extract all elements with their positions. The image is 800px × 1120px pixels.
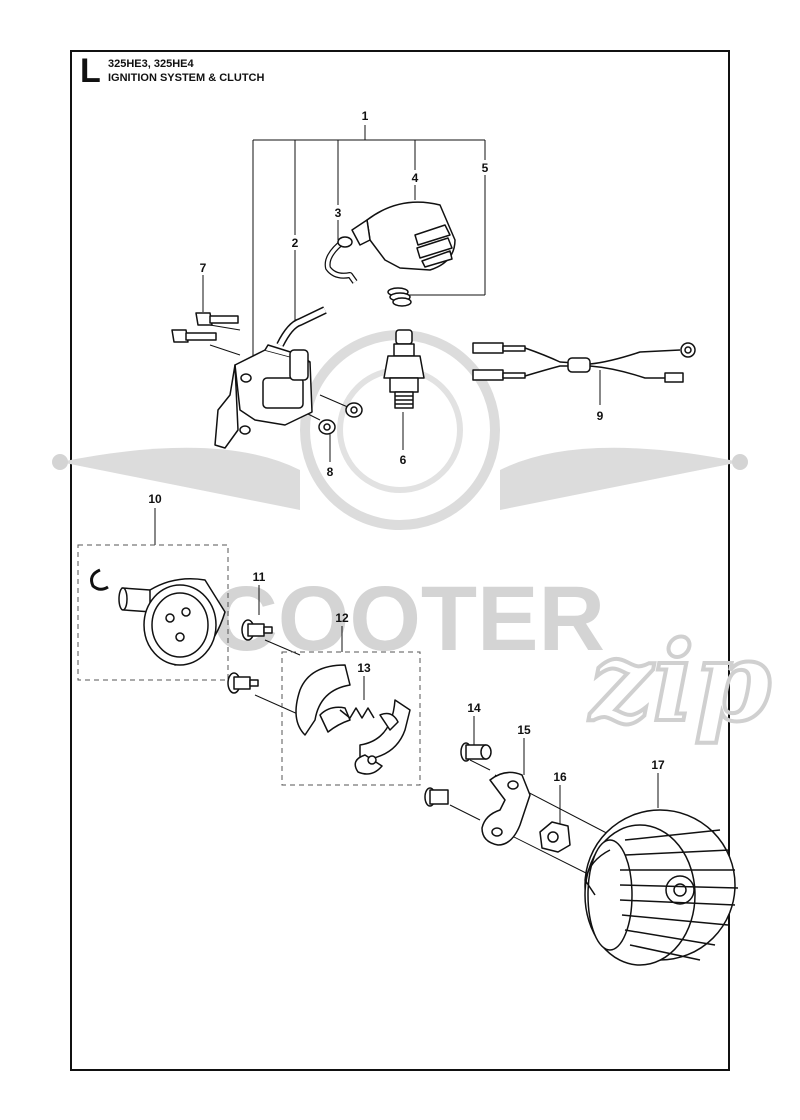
watermark-script: zip [588, 617, 771, 746]
washer [424, 742, 492, 807]
flywheel [584, 809, 739, 966]
callout-11: 11 [253, 570, 266, 584]
parts [90, 201, 739, 966]
spacers [318, 402, 363, 435]
spring-clip [387, 287, 412, 307]
callout-14: 14 [467, 701, 481, 715]
callout-13: 13 [357, 661, 371, 675]
callout-12: 12 [335, 611, 349, 625]
callout-2: 2 [292, 236, 299, 250]
flywheel-nut [539, 821, 571, 853]
link-plate [481, 771, 531, 846]
clutch-drum [90, 568, 226, 666]
callout-5: 5 [482, 161, 489, 175]
callout-8: 8 [327, 465, 334, 479]
callout-17: 17 [651, 758, 665, 772]
callout-9: 9 [597, 409, 604, 423]
callout-7: 7 [200, 261, 207, 275]
callout-3: 3 [335, 206, 342, 220]
callout-16: 16 [553, 770, 567, 784]
diagram-frame [70, 50, 730, 1071]
spark-plug [383, 329, 425, 409]
callout-15: 15 [517, 723, 531, 737]
callout-10: 10 [148, 492, 162, 506]
ignition-module [214, 344, 313, 449]
clutch-bolts [227, 619, 273, 694]
watermark: SCOOTER zip [52, 330, 773, 748]
page-title: IGNITION SYSTEM & CLUTCH [108, 72, 265, 84]
callout-6: 6 [400, 453, 407, 467]
model-numbers: 325HE3, 325HE4 [108, 58, 194, 70]
screws [171, 312, 239, 343]
group-boxes [77, 544, 421, 786]
watermark-brand: SCOOTER [150, 568, 605, 670]
section-letter: L [80, 52, 101, 90]
callout-1: 1 [362, 109, 369, 123]
clutch-shoes [295, 664, 411, 775]
callout-4: 4 [412, 171, 419, 185]
wiring-harness [472, 342, 696, 383]
callout-labels: 1 2 3 4 5 6 7 8 9 10 11 12 13 14 15 16 1… [148, 109, 665, 784]
spark-plug-cap [351, 201, 456, 271]
